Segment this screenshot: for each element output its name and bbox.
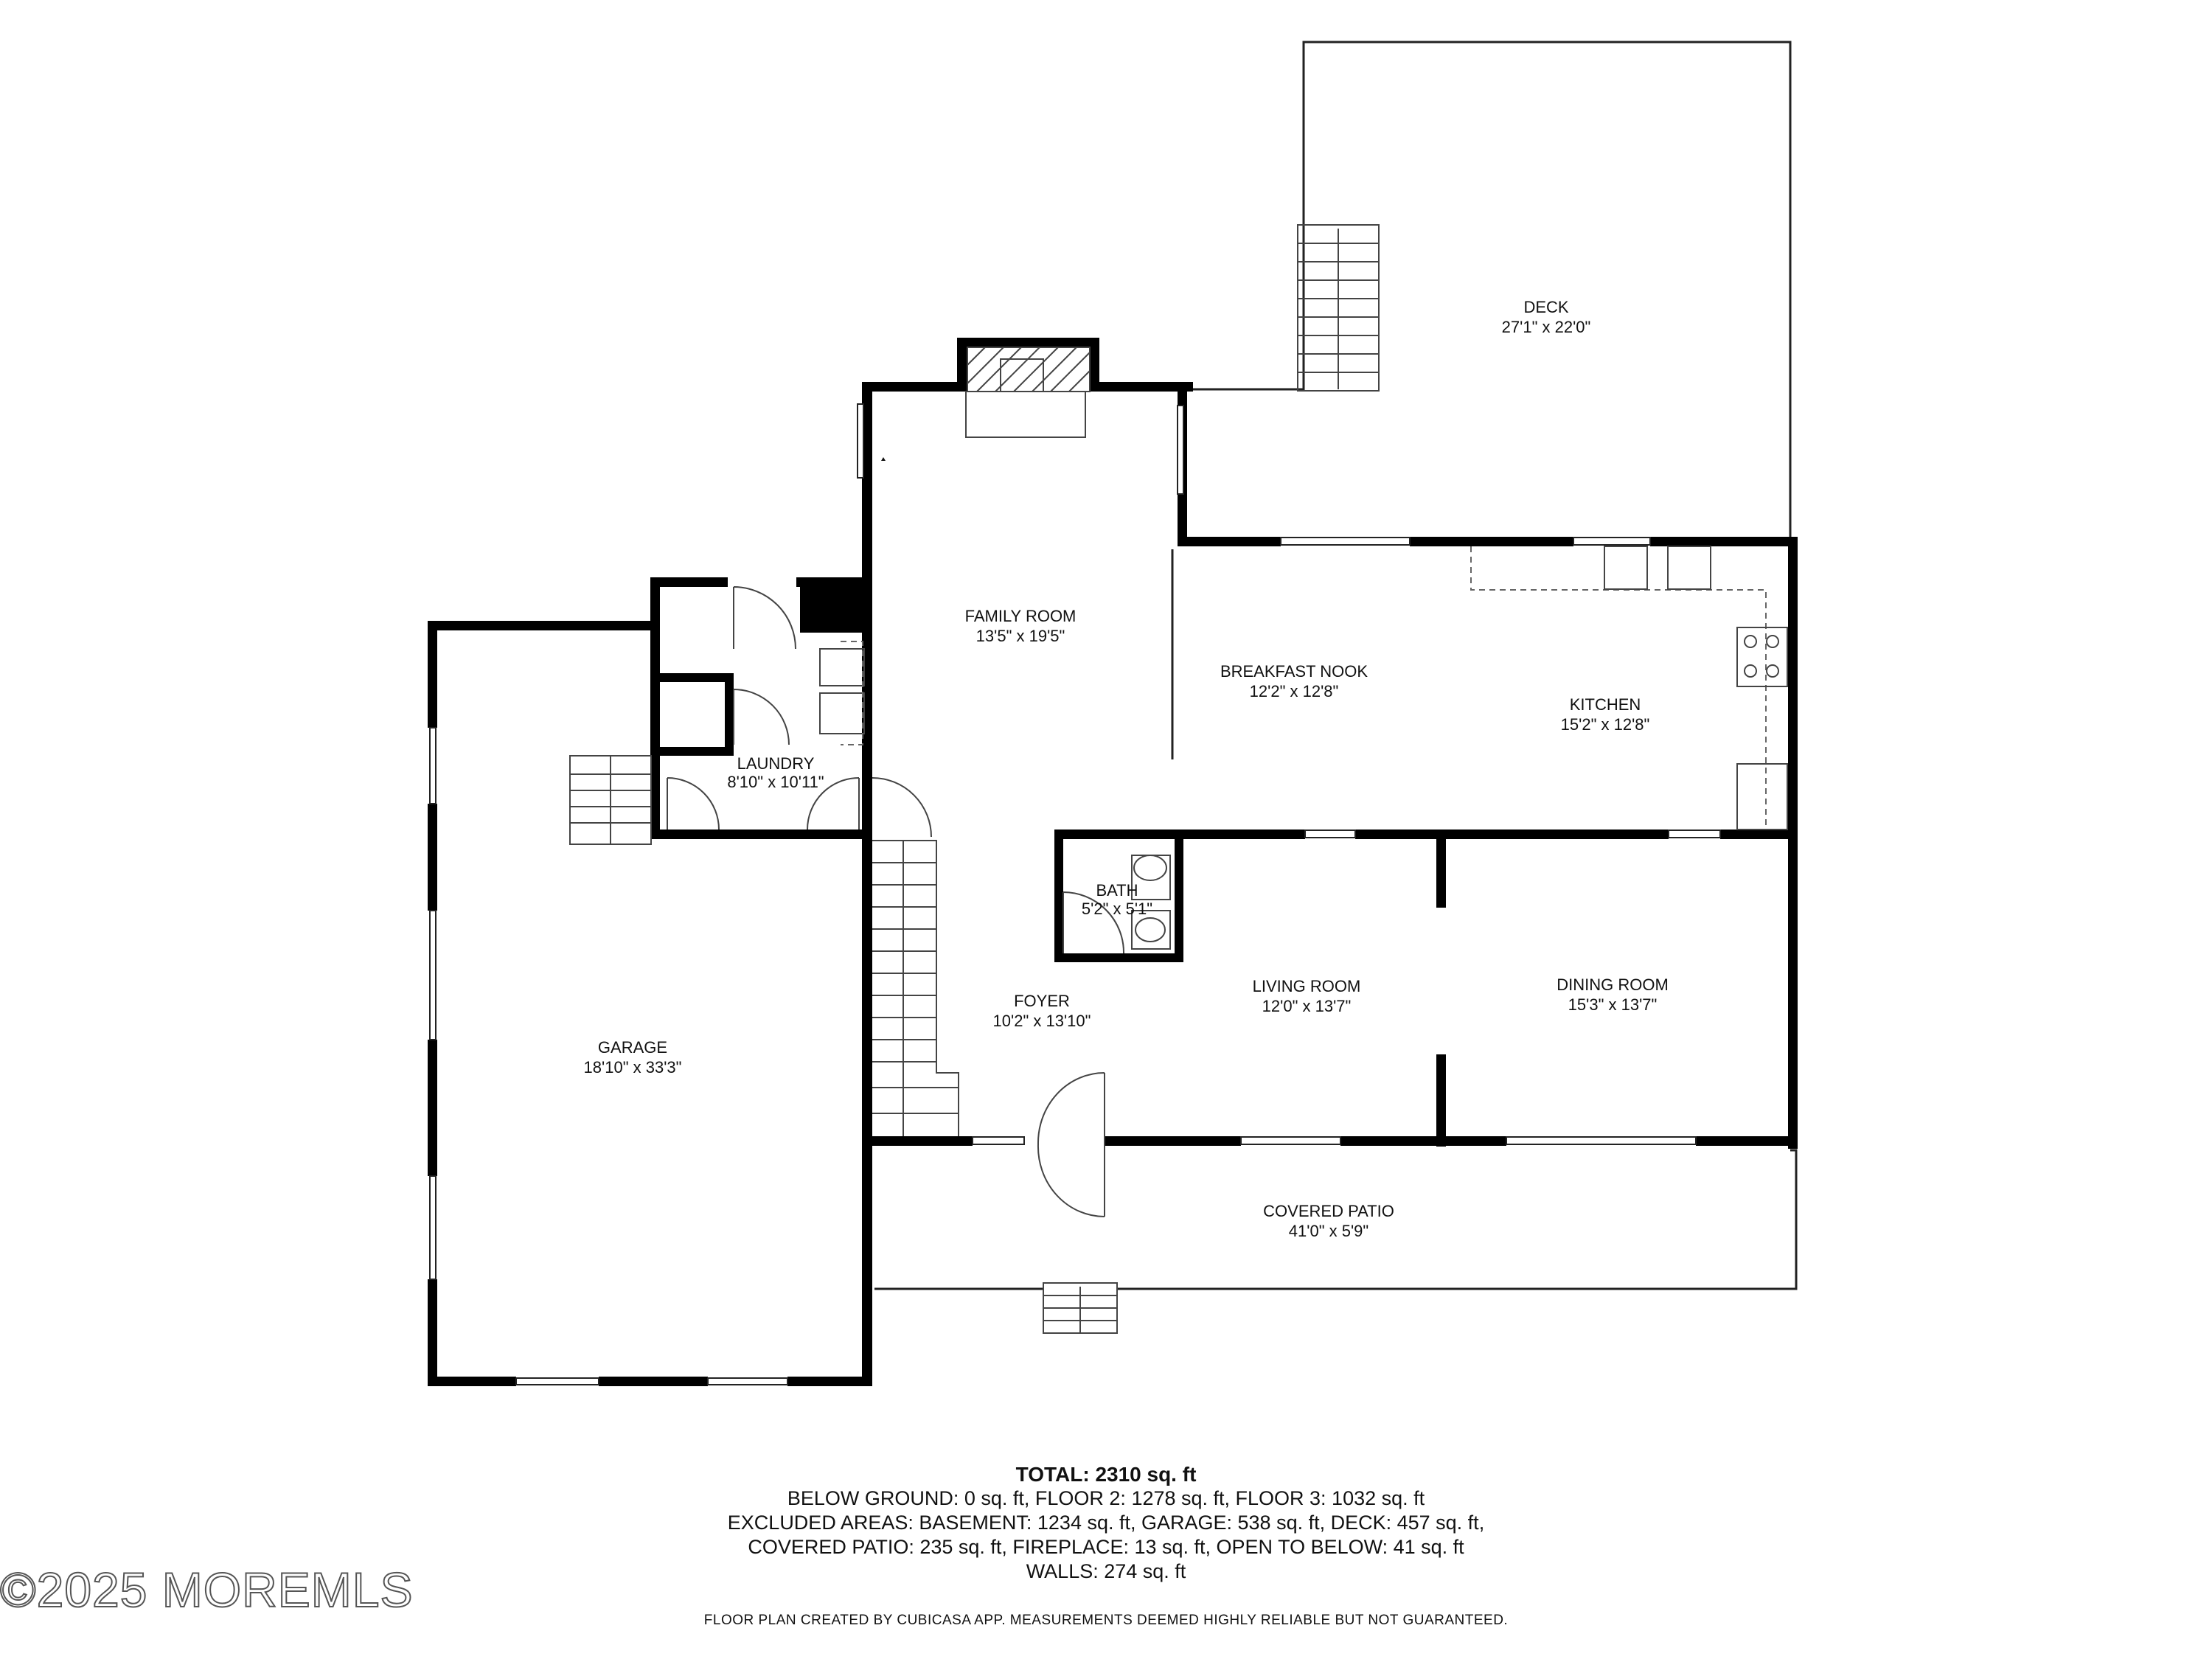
watermark: ©2025 MOREMLS xyxy=(0,1562,414,1618)
family-room-name: FAMILY ROOM xyxy=(965,607,1077,625)
covered-patio-dims: 41'0" x 5'9" xyxy=(1289,1222,1368,1240)
summary-line-3: COVERED PATIO: 235 sq. ft, FIREPLACE: 13… xyxy=(748,1536,1464,1558)
disclaimer: FLOOR PLAN CREATED BY CUBICASA APP. MEAS… xyxy=(703,1613,1509,1628)
room-labels: DECK 27'1" x 22'0" FAMILY ROOM 13'5" x 1… xyxy=(584,298,1669,1240)
kitchen-name: KITCHEN xyxy=(1570,695,1641,714)
fixtures xyxy=(569,347,1788,1217)
family-room-dims: 13'5" x 19'5" xyxy=(976,627,1065,645)
deck-dims: 27'1" x 22'0" xyxy=(1502,318,1591,336)
breakfast-nook-dims: 12'2" x 12'8" xyxy=(1250,682,1339,700)
dining-room-dims: 15'3" x 13'7" xyxy=(1568,995,1658,1014)
foyer-name: FOYER xyxy=(1014,992,1070,1010)
summary-line-4: WALLS: 274 sq. ft xyxy=(1026,1560,1186,1582)
garage-name: GARAGE xyxy=(598,1038,667,1057)
kitchen-dims: 15'2" x 12'8" xyxy=(1561,715,1650,734)
breakfast-nook-name: BREAKFAST NOOK xyxy=(1220,662,1368,681)
garage-dims: 18'10" x 33'3" xyxy=(584,1058,682,1077)
covered-patio-name: COVERED PATIO xyxy=(1263,1202,1394,1220)
bath-name: BATH xyxy=(1096,881,1138,900)
laundry-name: LAUNDRY xyxy=(737,754,815,773)
area-summary: TOTAL: 2310 sq. ft BELOW GROUND: 0 sq. f… xyxy=(516,1462,1696,1584)
laundry-dims: 8'10" x 10'11" xyxy=(727,773,824,791)
summary-line-2: EXCLUDED AREAS: BASEMENT: 1234 sq. ft, G… xyxy=(727,1512,1485,1534)
dining-room-name: DINING ROOM xyxy=(1557,975,1669,994)
covered-patio-outline xyxy=(874,1149,1798,1334)
living-room-name: LIVING ROOM xyxy=(1253,977,1361,995)
bath-dims: 5'2" x 5'1" xyxy=(1082,900,1152,918)
walls xyxy=(428,338,1798,1386)
foyer-dims: 10'2" x 13'10" xyxy=(993,1012,1091,1030)
summary-line-1: BELOW GROUND: 0 sq. ft, FLOOR 2: 1278 sq… xyxy=(787,1487,1425,1509)
living-room-dims: 12'0" x 13'7" xyxy=(1262,997,1352,1015)
deck-outline xyxy=(1189,41,1792,543)
windows xyxy=(429,403,1721,1385)
total-area: TOTAL: 2310 sq. ft xyxy=(1015,1463,1197,1486)
deck-name: DECK xyxy=(1523,298,1568,316)
